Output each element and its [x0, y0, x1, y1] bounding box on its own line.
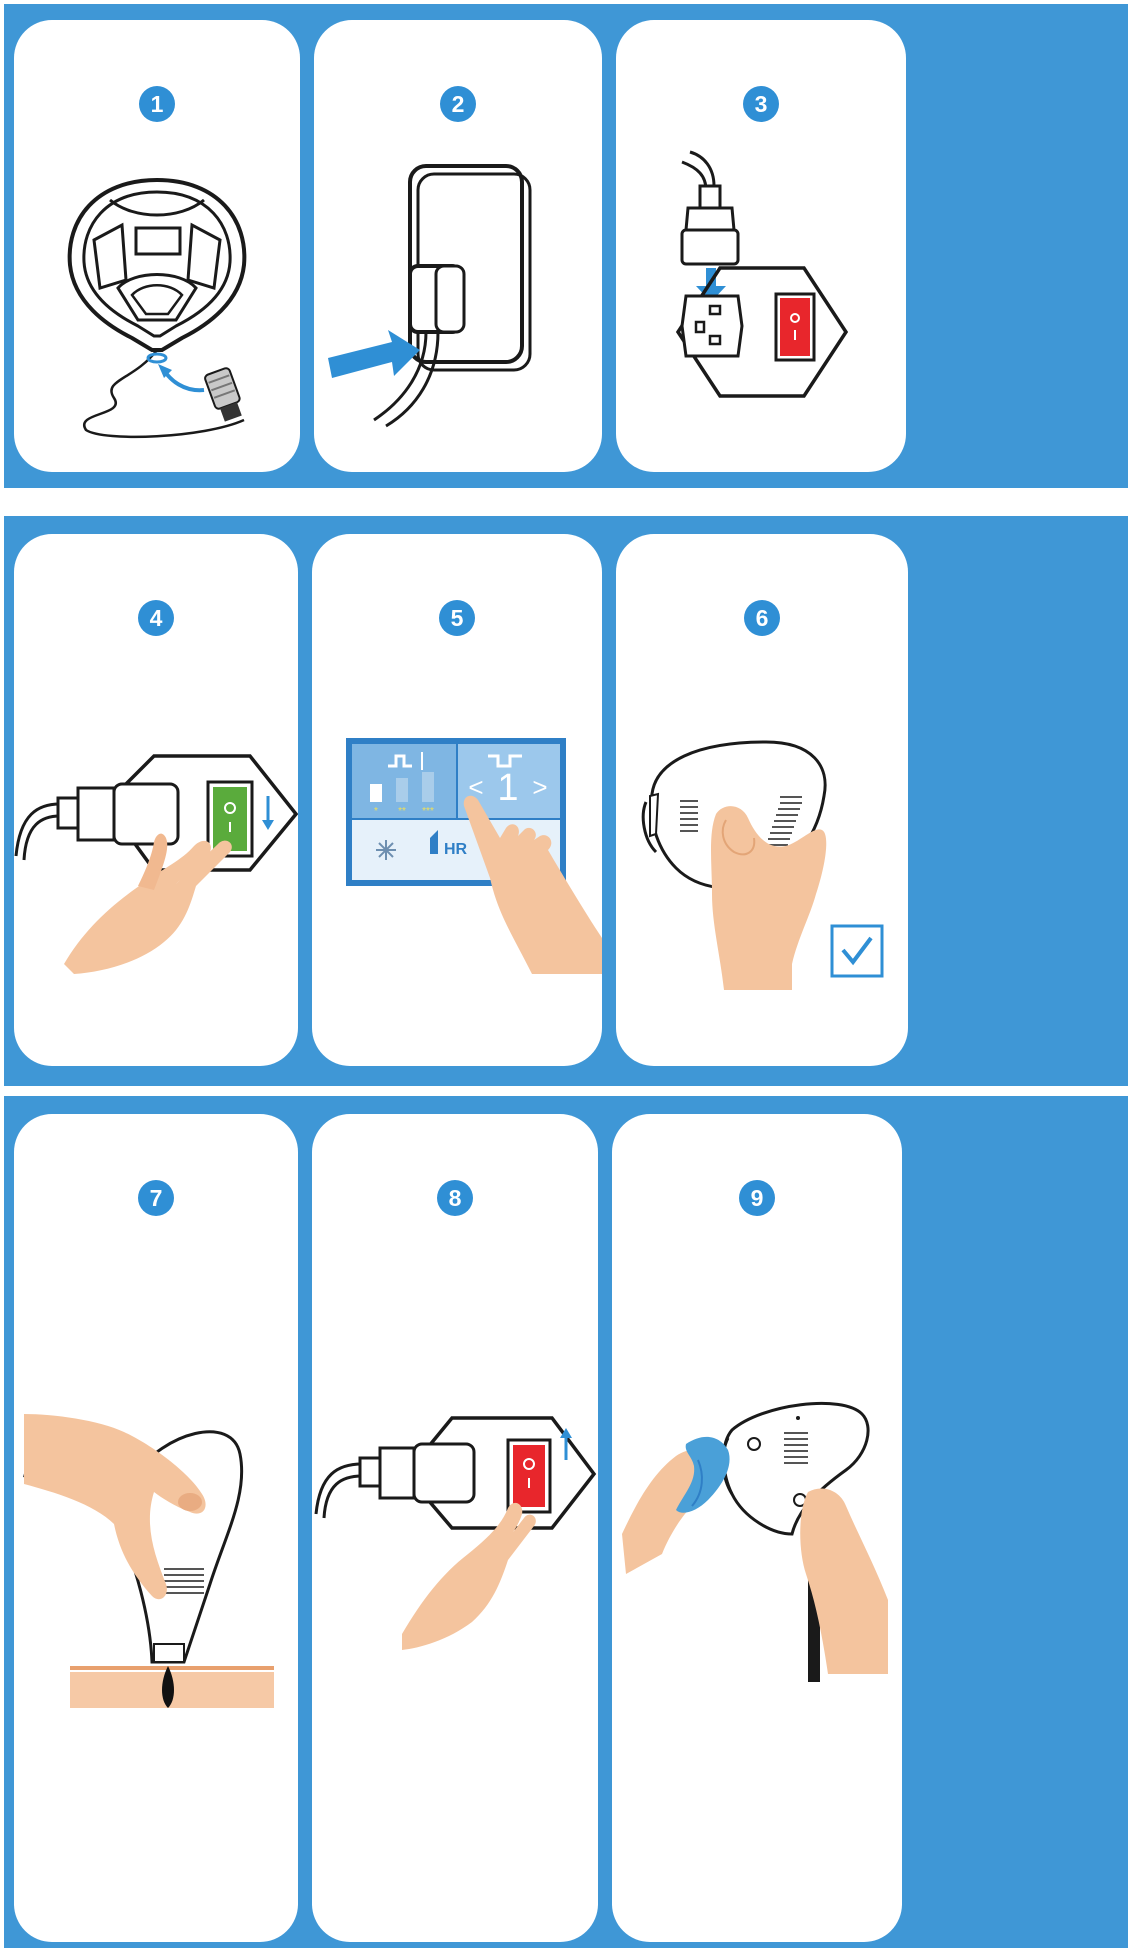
- step-card-9: 9: [612, 1114, 902, 1942]
- step-number-badge: 4: [138, 600, 174, 636]
- step-number-badge: 1: [139, 86, 175, 122]
- step-number-badge: 9: [739, 1180, 775, 1216]
- level-next-arrow[interactable]: >: [532, 772, 547, 802]
- step-card-6: 6: [616, 534, 908, 1066]
- step-card-5: * ** *** < 1 > HR 5: [312, 534, 602, 1066]
- step-number-badge: 2: [440, 86, 476, 122]
- step-number-badge: 3: [743, 86, 779, 122]
- level-star-2: **: [398, 806, 406, 817]
- treatment-on-skin-icon: [14, 1114, 298, 1942]
- step-card-4: 4: [14, 534, 298, 1066]
- level-star-1: *: [374, 806, 378, 817]
- mode-label[interactable]: HR: [444, 841, 468, 858]
- level-value: 1: [497, 767, 518, 809]
- clean-handpiece-icon: [612, 1114, 902, 1942]
- snowflake-icon[interactable]: [376, 840, 396, 860]
- step-number-badge: 7: [138, 1180, 174, 1216]
- step-card-1: 1: [14, 20, 300, 472]
- step-card-8: 8: [312, 1114, 598, 1942]
- step-number-badge: 8: [437, 1180, 473, 1216]
- checkbox-icon: [832, 926, 882, 976]
- step-card-3: 3: [616, 20, 906, 472]
- step-number-badge: 6: [744, 600, 780, 636]
- step-card-2: 2: [314, 20, 602, 472]
- level-star-3: ***: [422, 806, 434, 817]
- step-number-badge: 5: [439, 600, 475, 636]
- power-switch-off-icon: [312, 1114, 598, 1942]
- step-card-7: 7: [14, 1114, 298, 1942]
